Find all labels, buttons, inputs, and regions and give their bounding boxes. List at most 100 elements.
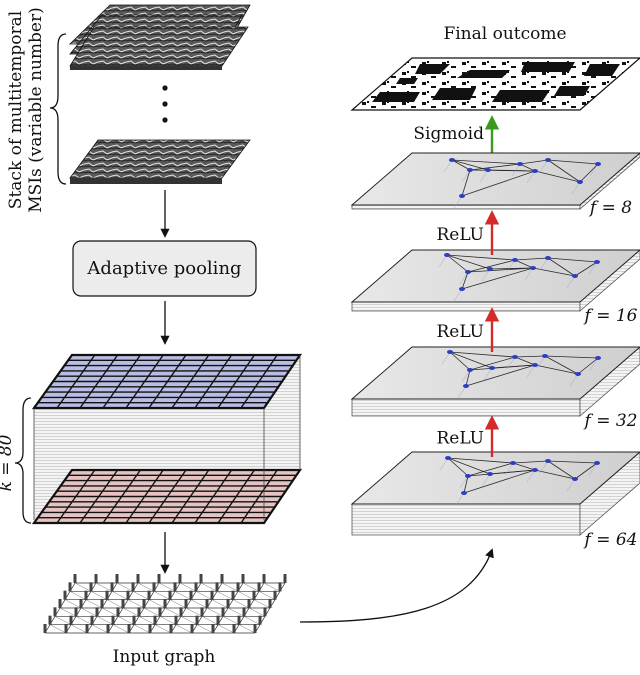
graph-node: [273, 590, 277, 600]
ellipsis-dots: [162, 85, 168, 123]
graph-node: [127, 624, 131, 633]
graph-node: [115, 574, 119, 583]
graph-node: [73, 574, 77, 583]
graph-node: [84, 590, 88, 600]
gnn-node: [512, 258, 518, 262]
graph-node: [69, 615, 73, 625]
graph-node: [195, 615, 199, 625]
k-brace: [14, 397, 32, 524]
gnn-node: [444, 253, 450, 257]
graph-node: [142, 599, 146, 608]
graph-node: [215, 582, 219, 592]
gnn-node: [467, 368, 473, 372]
graph-node: [153, 615, 157, 625]
gnn-layer-1: f = 8: [350, 152, 640, 218]
gnn-node: [461, 491, 467, 495]
graph-node: [262, 574, 266, 583]
graph-node: [258, 615, 262, 625]
graph-node: [194, 582, 198, 592]
graph-node: [242, 607, 246, 617]
graph-node: [137, 607, 141, 617]
graph-node: [221, 607, 225, 617]
gnn-layer-3: f = 32: [350, 346, 640, 431]
graph-node: [85, 624, 89, 633]
msi-stack: [69, 4, 251, 184]
graph-node: [210, 590, 214, 600]
graph-node: [184, 599, 188, 608]
gnn-node: [594, 461, 600, 465]
graph-node: [253, 624, 257, 633]
graph-node: [95, 607, 99, 617]
gnn-node: [577, 180, 583, 184]
graph-node: [110, 582, 114, 592]
graph-node: [63, 590, 67, 600]
graph-node: [173, 582, 177, 592]
input-graph-mesh: [43, 574, 287, 634]
graph-node: [74, 607, 78, 617]
layer-f-label: f = 8: [588, 198, 632, 218]
relu-label: ReLU: [436, 322, 484, 342]
gnn-node: [545, 158, 551, 162]
graph-node: [168, 590, 172, 600]
final-outcome-label: Final outcome: [443, 24, 566, 44]
gnn-node: [517, 162, 523, 166]
graph-node: [226, 599, 230, 608]
gnn-node: [594, 260, 600, 264]
layer-f-label: f = 32: [583, 411, 638, 431]
graph-node: [236, 582, 240, 592]
grid-top-layer: [31, 353, 303, 410]
stack-brace: [49, 33, 67, 185]
graph-node: [189, 590, 193, 600]
graph-node: [158, 607, 162, 617]
msi-slice-bottom: [69, 139, 251, 184]
relu-label: ReLU: [436, 429, 484, 449]
graph-node: [148, 624, 152, 633]
graph-node: [126, 590, 130, 600]
graph-node: [48, 615, 52, 625]
gnn-layer-4: f = 64: [350, 451, 640, 550]
graph-node: [116, 607, 120, 617]
layer-f-label: f = 64: [583, 530, 638, 550]
graph-node: [58, 599, 62, 608]
gnn-node: [545, 256, 551, 260]
gnn-node: [532, 363, 538, 367]
gnn-node: [532, 468, 538, 472]
graph-node: [111, 615, 115, 625]
relu-connector-1: ReLU: [436, 210, 500, 255]
graph-node: [152, 582, 156, 592]
graph-node: [263, 607, 267, 617]
graph-node: [283, 574, 287, 583]
gnn-node: [445, 456, 451, 460]
graph-node: [79, 599, 83, 608]
adaptive-pooling-box: Adaptive pooling: [72, 240, 257, 297]
pooled-feature-volume: [31, 353, 303, 525]
gnn-node: [467, 168, 473, 172]
gnn-node: [512, 355, 518, 359]
gnn-node: [595, 162, 601, 166]
input-graph-label: Input graph: [113, 647, 216, 667]
graph-node: [241, 574, 245, 583]
graph-node: [237, 615, 241, 625]
graph-node: [174, 615, 178, 625]
gnn-layer-2: f = 16: [350, 249, 640, 326]
grid-bottom-layer: [31, 468, 303, 525]
k-label: k = 80: [0, 434, 16, 491]
graph-node: [89, 582, 93, 592]
layer-f-label: f = 16: [583, 306, 638, 326]
gnn-node: [463, 384, 469, 388]
graph-node: [169, 624, 173, 633]
graph-node: [268, 599, 272, 608]
gnn-node: [595, 356, 601, 360]
graph-node: [136, 574, 140, 583]
gnn-node: [447, 350, 453, 354]
stack-label-line1: Stack of multitemporal: [6, 11, 26, 209]
graph-node: [163, 599, 167, 608]
graph-node: [53, 607, 57, 617]
gnn-node: [510, 461, 516, 465]
graph-node: [94, 574, 98, 583]
gnn-node: [532, 169, 538, 173]
graph-node: [43, 624, 47, 633]
graph-node: [211, 624, 215, 633]
